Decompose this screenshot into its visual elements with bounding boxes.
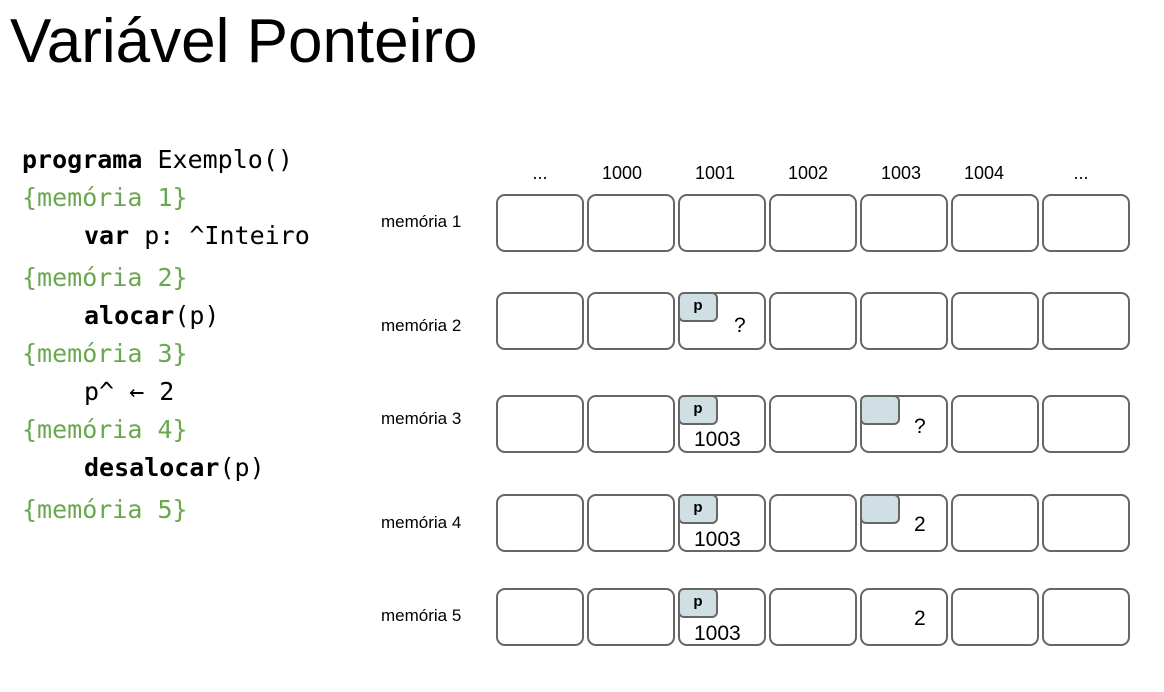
memory-cell <box>860 292 948 350</box>
memory-cell <box>496 194 584 252</box>
memory-cell <box>951 292 1039 350</box>
memory-cell <box>587 194 675 252</box>
address-label: 1000 <box>601 163 643 183</box>
memory-cell <box>587 494 675 552</box>
allocated-tag <box>860 494 900 524</box>
memory-cell <box>769 588 857 646</box>
memory-cell-1003: 2 <box>860 588 948 646</box>
memory-cell <box>1042 292 1130 350</box>
comment-memoria-1: {memória 1} <box>22 183 188 212</box>
memory-cell <box>1042 194 1130 252</box>
memory-cell <box>587 395 675 453</box>
memory-cell <box>678 194 766 252</box>
cell-value: 1003 <box>694 428 741 451</box>
keyword: programa <box>22 145 143 174</box>
memory-cell <box>496 292 584 350</box>
memory-state-label: memória 5 <box>381 606 462 625</box>
memory-cell <box>587 588 675 646</box>
address-label: 1003 <box>880 163 922 183</box>
code-line-desalocar: desalocar(p) <box>84 450 265 486</box>
memory-cell <box>769 395 857 453</box>
memory-cell <box>769 494 857 552</box>
memory-cell-1001: p 1003 <box>678 494 766 552</box>
memory-cell <box>769 194 857 252</box>
memory-state-label: memória 4 <box>381 513 462 532</box>
memory-cell-1001: p 1003 <box>678 588 766 646</box>
comment-memoria-2: {memória 2} <box>22 263 188 292</box>
keyword: alocar <box>84 301 175 330</box>
allocated-tag <box>860 395 900 425</box>
memory-cell <box>769 292 857 350</box>
pointer-tag: p <box>678 395 718 425</box>
pointer-tag: p <box>678 494 718 524</box>
code-text: (p) <box>174 301 220 330</box>
comment-memoria-4: {memória 4} <box>22 415 188 444</box>
page-title: Variável Ponteiro <box>10 7 478 76</box>
cell-value: 2 <box>914 607 926 630</box>
code-line-programa: programa Exemplo() <box>22 142 293 178</box>
memory-cell <box>1042 395 1130 453</box>
address-label: 1002 <box>787 163 829 183</box>
memory-cell-1003: 2 <box>860 494 948 552</box>
memory-cell <box>496 395 584 453</box>
memory-cell <box>860 194 948 252</box>
address-label: ... <box>1073 163 1089 183</box>
memory-state-label: memória 1 <box>381 212 462 231</box>
keyword: var <box>84 221 130 250</box>
memory-state-label: memória 3 <box>381 409 462 428</box>
pointer-tag: p <box>678 588 718 618</box>
address-label: ... <box>532 163 548 183</box>
cell-value: 1003 <box>694 528 741 551</box>
cell-value: ? <box>734 314 746 337</box>
memory-cell <box>1042 494 1130 552</box>
cell-value: 2 <box>914 513 926 536</box>
memory-cell <box>587 292 675 350</box>
memory-cell-1001: p 1003 <box>678 395 766 453</box>
cell-value: ? <box>914 415 926 438</box>
memory-state-label: memória 2 <box>381 316 462 335</box>
keyword: desalocar <box>84 453 220 482</box>
memory-cell <box>951 395 1039 453</box>
memory-cell <box>496 494 584 552</box>
cell-value: 1003 <box>694 622 741 645</box>
memory-cell <box>951 194 1039 252</box>
comment-memoria-3: {memória 3} <box>22 339 188 368</box>
address-label: 1004 <box>963 163 1005 183</box>
code-text: (p) <box>219 453 265 482</box>
code-line-assign: p^ ← 2 <box>84 377 175 406</box>
address-label: 1001 <box>694 163 736 183</box>
code-line-var: var p: ^Inteiro <box>84 218 310 254</box>
comment-memoria-5: {memória 5} <box>22 495 188 524</box>
code-text: p: ^Inteiro <box>129 221 310 250</box>
memory-cell <box>1042 588 1130 646</box>
code-line-alocar: alocar(p) <box>84 298 219 334</box>
pointer-tag: p <box>678 292 718 322</box>
memory-cell <box>496 588 584 646</box>
code-text: Exemplo() <box>142 145 293 174</box>
memory-cell-1001: p ? <box>678 292 766 350</box>
memory-cell <box>951 588 1039 646</box>
memory-cell <box>951 494 1039 552</box>
memory-cell-1003: ? <box>860 395 948 453</box>
